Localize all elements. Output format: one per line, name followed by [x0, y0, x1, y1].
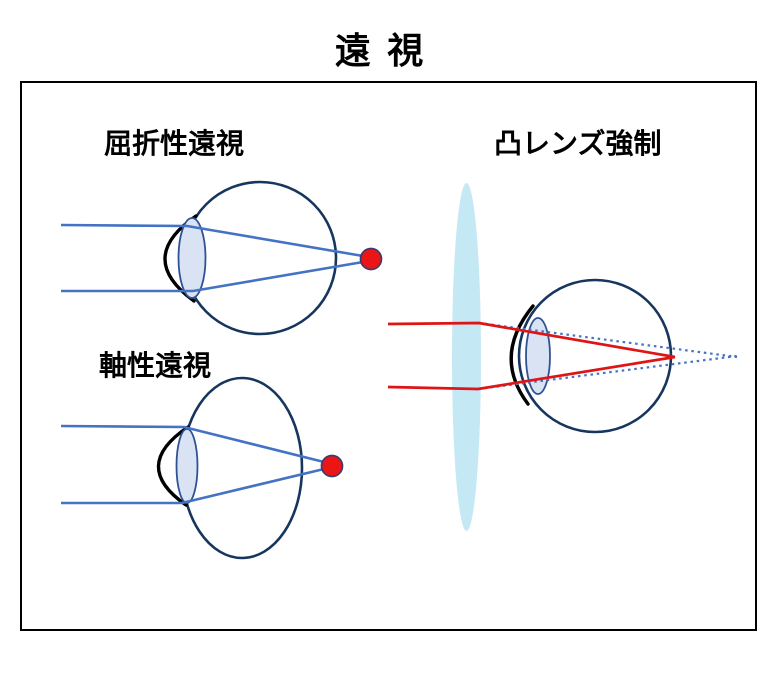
corrected-ray-upper: [387, 321, 676, 359]
light-ray-upper: [60, 223, 364, 258]
light-ray-lower: [61, 260, 364, 293]
light-ray-upper: [60, 424, 325, 464]
eye-globe: [180, 376, 304, 560]
convex-corrective-lens: [452, 183, 481, 531]
corrected-ray-lower: [387, 355, 676, 391]
cornea: [509, 304, 535, 406]
label-convex-lens-correction: 凸レンズ強制: [494, 127, 662, 160]
focal-point-dot: [320, 454, 344, 478]
refractive-hyperopia-figure: [60, 180, 383, 336]
axial-hyperopia-figure: [60, 376, 344, 560]
focal-point-dot: [359, 247, 383, 271]
eye-globe: [182, 180, 338, 336]
page-title: 遠 視: [334, 31, 426, 72]
crystalline-lens: [175, 428, 199, 504]
label-refractive-hyperopia: 屈折性遠視: [104, 127, 245, 160]
cornea: [156, 425, 190, 507]
crystalline-lens: [177, 217, 207, 299]
light-ray-lower: [61, 467, 325, 505]
label-axial-hyperopia: 軸性遠視: [99, 349, 212, 382]
convex-lens-correction-figure: [387, 183, 738, 531]
crystalline-lens: [525, 317, 551, 395]
